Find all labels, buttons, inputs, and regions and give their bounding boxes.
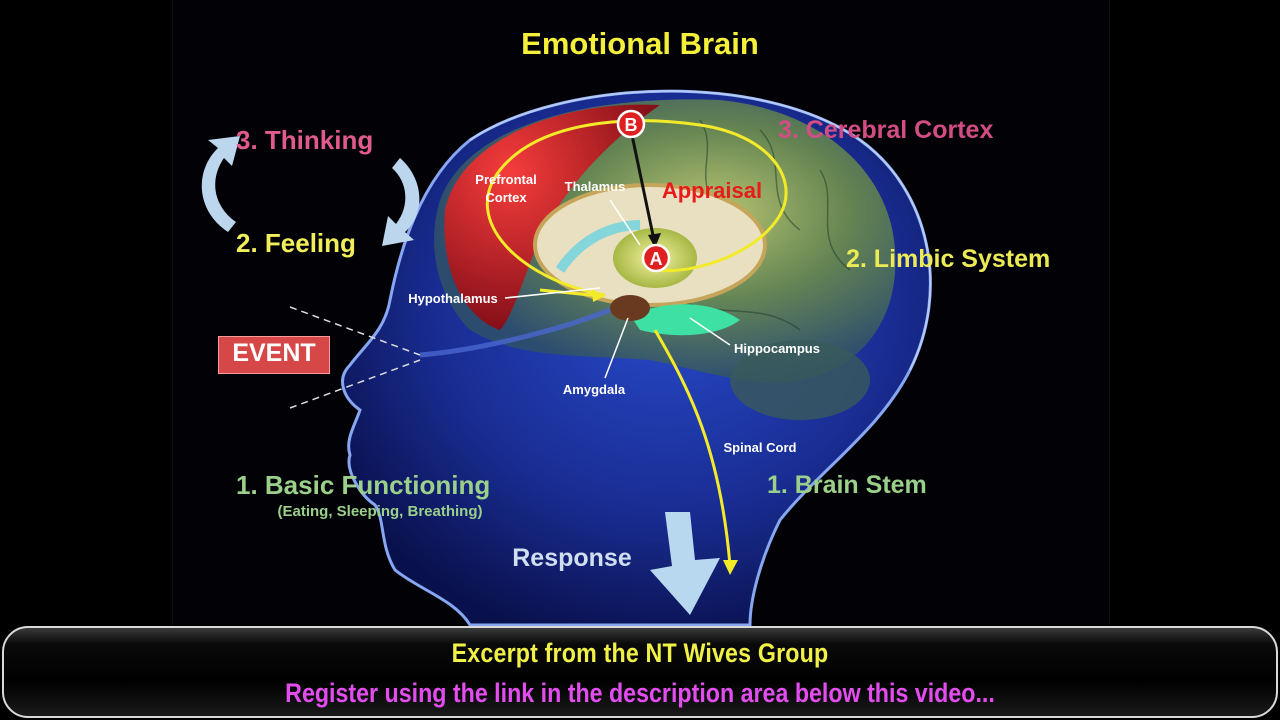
hippocampus-label: Hippocampus: [734, 341, 820, 356]
hippocampus-shape: [630, 304, 740, 336]
response-arrow: [650, 512, 720, 615]
appraisal-loop: [486, 119, 788, 297]
marker-a-circle: [641, 243, 671, 273]
marker-b-circle: [616, 109, 646, 139]
prefrontal-cortex: [444, 104, 660, 331]
event-badge: [218, 336, 330, 374]
appraisal-label: Appraisal: [662, 178, 762, 203]
limbic-system-label: 2. Limbic System: [846, 245, 1050, 273]
amygdala-shape: [610, 295, 650, 321]
feeling-label: 2. Feeling: [236, 228, 356, 258]
caption-line-2: Register using the link in the descripti…: [285, 678, 995, 708]
caption-banner: [2, 626, 1278, 718]
amygdala-label: Amygdala: [563, 382, 626, 397]
prefrontal-label-2: Cortex: [485, 190, 527, 205]
cerebellum: [730, 340, 870, 420]
basic-functioning-sub: (Eating, Sleeping, Breathing): [277, 503, 482, 520]
spinal-cord-label: Spinal Cord: [724, 440, 797, 455]
hypothalamus-label: Hypothalamus: [408, 291, 498, 306]
thalamus-label: Thalamus: [565, 179, 626, 194]
marker-b: B: [625, 115, 638, 135]
response-path: [653, 329, 732, 566]
caption-line-1: Excerpt from the NT Wives Group: [451, 638, 829, 668]
brain-stem-label: 1. Brain Stem: [767, 471, 927, 499]
cycle-arrow-up: [201, 136, 240, 232]
response-label: Response: [512, 544, 632, 572]
event-label: EVENT: [232, 339, 316, 367]
cycle-arrow-down: [382, 158, 420, 246]
cerebral-cortex-label: 3. Cerebral Cortex: [778, 116, 993, 144]
basic-functioning-label: 1. Basic Functioning: [236, 470, 490, 500]
marker-a: A: [650, 249, 663, 269]
page-title: Emotional Brain: [521, 26, 759, 61]
prefrontal-label-1: Prefrontal: [475, 172, 536, 187]
thinking-label: 3. Thinking: [236, 125, 373, 155]
